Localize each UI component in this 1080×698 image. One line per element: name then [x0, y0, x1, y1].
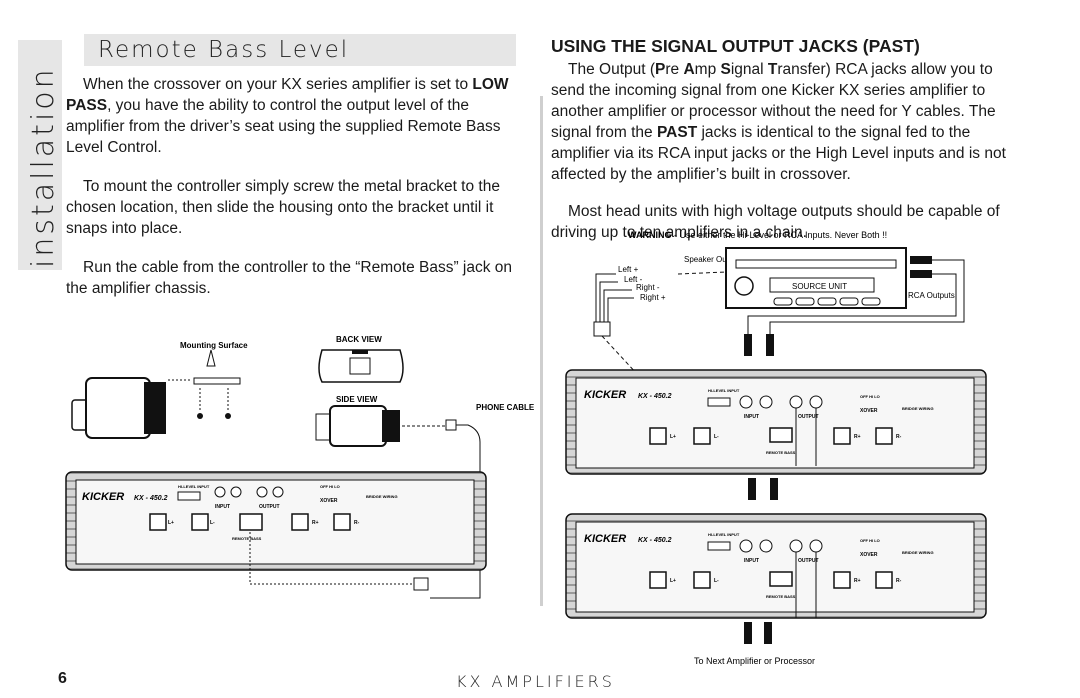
- rca-outputs-label: RCA Outputs: [908, 291, 955, 300]
- amp-top-model: KX - 450.2: [638, 393, 672, 400]
- amp-bottom-output: OUTPUT: [798, 558, 819, 564]
- amp-bottom-l-minus: L-: [714, 578, 719, 584]
- speaker-wire-dashed: [677, 271, 727, 275]
- right-minus-label: Right -: [636, 283, 660, 292]
- input-label: INPUT: [215, 504, 230, 510]
- r-minus-label: R-: [354, 520, 360, 526]
- xover-modes-label: OFF HI LO: [320, 484, 340, 489]
- amplifier-bottom: KICKER KX - 450.2 HI-LEVEL INPUT INPUT O…: [565, 513, 987, 619]
- left-plus-label: Left +: [618, 265, 639, 274]
- phone-plug: [413, 577, 429, 591]
- remote-bass-diagram: Mounting Surface BACK VIEW SIDE VIEW PHO…: [65, 335, 535, 599]
- mounting-bracket: [193, 349, 241, 419]
- section-title: Remote Bass Level: [98, 37, 350, 63]
- amp-bottom-model: KX - 450.2: [638, 537, 672, 544]
- right-plus-label: Right +: [640, 293, 666, 302]
- section-tab: Installation: [18, 40, 62, 270]
- source-unit: SOURCE UNIT: [725, 247, 932, 309]
- left-paragraph-1: When the crossover on your KX series amp…: [66, 76, 509, 156]
- hi-level-label: HI-LEVEL INPUT: [178, 484, 210, 489]
- l-minus-label: L-: [210, 520, 215, 526]
- amp-top-output: OUTPUT: [798, 414, 819, 420]
- amp-bottom-l-plus: L+: [670, 578, 676, 584]
- speaker-harness: [595, 273, 634, 322]
- side-view-drawing: [315, 405, 481, 599]
- amplifier-top: KICKER KX - 450.2 HI-LEVEL INPUT INPUT O…: [565, 369, 987, 475]
- rca-cable-from-source: [747, 259, 965, 336]
- source-unit-label: SOURCE UNIT: [792, 282, 847, 291]
- side-view-label: SIDE VIEW: [336, 395, 378, 404]
- amp-bottom-hi-level: HI-LEVEL INPUT: [708, 532, 740, 537]
- amp-bottom-remote-bass: REMOTE BASS: [766, 594, 796, 599]
- rca-plug-3: [748, 478, 756, 500]
- to-next-amplifier-label: To Next Amplifier or Processor: [694, 656, 815, 666]
- back-view-drawing: [318, 349, 404, 383]
- left-column: When the crossover on your KX series amp…: [66, 74, 528, 317]
- amp-top-r-minus: R-: [896, 434, 902, 440]
- rca-plug-1: [744, 334, 752, 356]
- page-number: 6: [58, 670, 67, 687]
- speaker-outputs-label: Speaker Outputs: [684, 255, 744, 264]
- left-paragraph-2: To mount the controller simply screw the…: [66, 178, 500, 237]
- section-title-banner: Remote Bass Level: [84, 34, 516, 66]
- rca-plug-5: [744, 622, 752, 644]
- l-plus-label: L+: [168, 520, 174, 526]
- output-label: OUTPUT: [259, 504, 280, 510]
- amp-bottom-brand: KICKER: [584, 533, 626, 545]
- back-view-label: BACK VIEW: [336, 335, 382, 344]
- amp-bottom-xover: XOVER: [860, 552, 878, 558]
- signal-output-heading: USING THE SIGNAL OUTPUT JACKS (PAST): [551, 36, 920, 56]
- phone-cable-label: PHONE CABLE: [476, 403, 535, 412]
- rca-plug-4: [770, 478, 778, 500]
- remote-controller-knob: [71, 377, 166, 439]
- section-tab-label: Installation: [26, 66, 61, 268]
- amplifier-left-view: KICKER KX - 450.2 HI-LEVEL INPUT INPUT O…: [65, 471, 487, 571]
- left-minus-label: Left -: [624, 275, 643, 284]
- r-plus-label: R+: [312, 520, 319, 526]
- amp-bottom-input: INPUT: [744, 558, 759, 564]
- mounting-surface-label: Mounting Surface: [180, 341, 248, 350]
- amp-top-r-plus: R+: [854, 434, 861, 440]
- signal-output-diagram: WARNING - Use either the Hi-Level or RCA…: [565, 230, 987, 666]
- amp-bottom-xover-modes: OFF HI LO: [860, 538, 880, 543]
- amp-top-input: INPUT: [744, 414, 759, 420]
- amp-bottom-bridge: BRIDGE WIRING: [902, 550, 934, 555]
- warning-note: WARNING - Use either the Hi-Level or RCA…: [628, 230, 887, 240]
- amp-top-l-plus: L+: [670, 434, 676, 440]
- rca-plug-6: [764, 622, 772, 644]
- amp-top-bridge: BRIDGE WIRING: [902, 406, 934, 411]
- amp-top-l-minus: L-: [714, 434, 719, 440]
- footer-title: KX AMPLIFIERS: [456, 672, 615, 691]
- amp-bottom-r-plus: R+: [854, 578, 861, 584]
- remote-bass-label: REMOTE BASS: [232, 536, 262, 541]
- left-paragraph-3: Run the cable from the controller to the…: [66, 259, 513, 297]
- amp-brand: KICKER: [82, 491, 124, 503]
- right-paragraph-2: Most head units with high voltage output…: [551, 203, 1000, 241]
- amp-top-xover: XOVER: [860, 408, 878, 414]
- right-column: USING THE SIGNAL OUTPUT JACKS (PAST) The…: [551, 36, 1019, 259]
- amp-top-hi-level: HI-LEVEL INPUT: [708, 388, 740, 393]
- amp-top-brand: KICKER: [584, 389, 626, 401]
- bridge-label: BRIDGE WIRING: [366, 494, 398, 499]
- rca-plug-2: [766, 334, 774, 356]
- hi-level-plug: [593, 321, 611, 337]
- right-paragraph-1: The Output (Pre Amp Signal Transfer) RCA…: [551, 61, 1006, 183]
- xover-label: XOVER: [320, 498, 338, 504]
- column-divider: [540, 96, 543, 606]
- amp-model: KX - 450.2: [134, 495, 168, 502]
- amp-top-xover-modes: OFF HI LO: [860, 394, 880, 399]
- amp-bottom-r-minus: R-: [896, 578, 902, 584]
- amp-top-remote-bass: REMOTE BASS: [766, 450, 796, 455]
